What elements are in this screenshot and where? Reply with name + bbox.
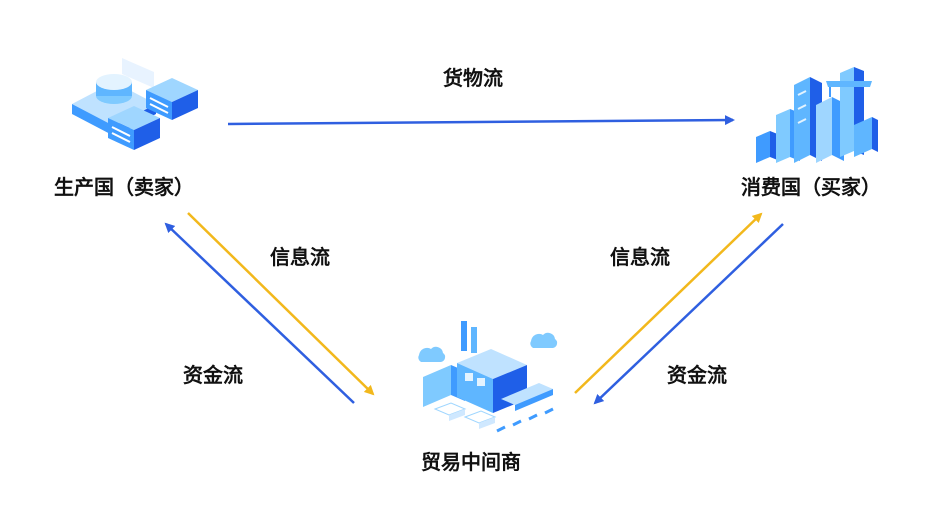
city-buildings-icon [756, 67, 878, 163]
middleman-label: 贸易中间商 [421, 450, 521, 474]
goods-flow-arrow [227, 115, 735, 126]
producer-label: 生产国（卖家） [54, 175, 194, 199]
consumer-label: 消费国（买家） [741, 175, 881, 199]
factory-warehouse-icon [418, 321, 558, 433]
server-cluster-icon [72, 58, 198, 150]
money-flow-arrow-left [164, 222, 355, 404]
money-flow-label-right: 资金流 [667, 363, 727, 387]
info-flow-arrow-right [574, 212, 763, 394]
money-flow-label-left: 资金流 [183, 363, 243, 387]
info-flow-arrow-left [187, 212, 375, 396]
money-flow-arrow-right [593, 223, 784, 405]
goods-flow-label: 货物流 [443, 66, 503, 90]
info-flow-label-left: 信息流 [270, 245, 330, 269]
info-flow-label-right: 信息流 [610, 245, 670, 269]
